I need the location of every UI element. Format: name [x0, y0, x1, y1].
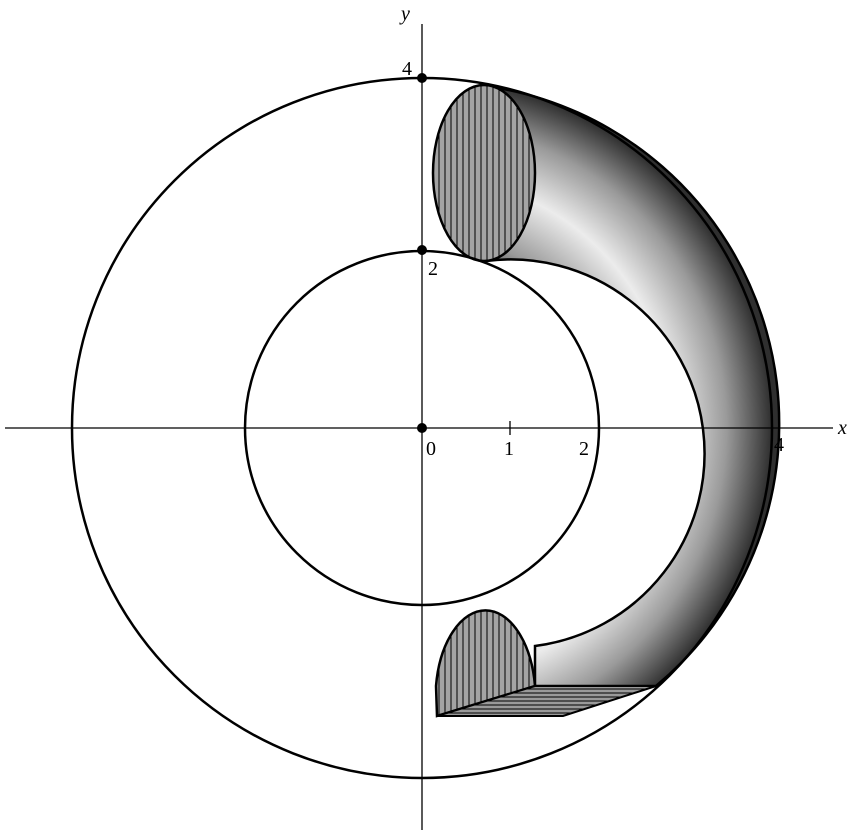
point-y2: [417, 245, 427, 255]
y-tick-label-2: 2: [428, 258, 438, 280]
bottom-flat-face: [436, 685, 657, 717]
x-tick-label-2: 2: [579, 438, 589, 460]
x-tick-label-1: 1: [504, 438, 514, 460]
x-axis-label: x: [837, 417, 847, 439]
x-tick-label-4: 4: [774, 434, 784, 456]
y-axis-label: y: [399, 3, 410, 25]
y-tick-label-4: 4: [402, 58, 412, 80]
x-tick-label-0: 0: [426, 438, 436, 460]
torus-body: [484, 84, 781, 688]
point-origin: [417, 423, 427, 433]
point-y4: [417, 73, 427, 83]
bottom-cross-section: [434, 609, 537, 718]
top-cross-section: [431, 83, 537, 263]
